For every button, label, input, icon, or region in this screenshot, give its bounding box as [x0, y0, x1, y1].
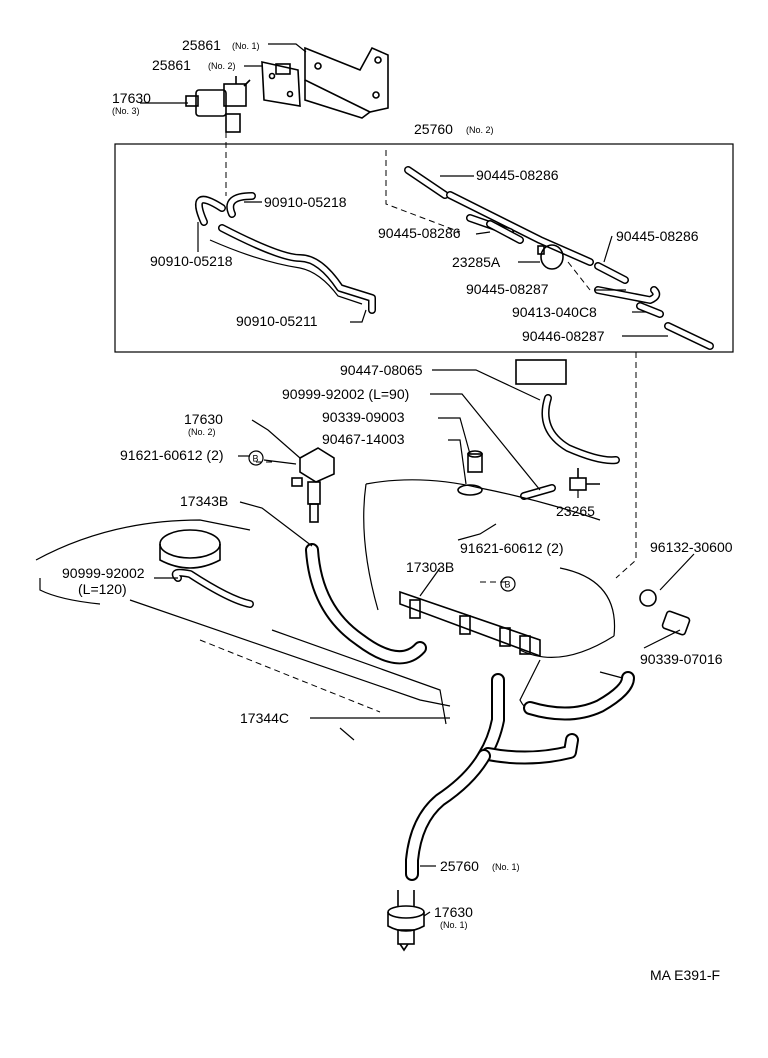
air-cleaner — [35, 519, 451, 741]
label-90413-040C8: 90413-040C8 — [512, 304, 597, 320]
label-90446-08287: 90446-08287 — [522, 328, 605, 344]
manifold-17303B — [399, 590, 541, 658]
label-90999-92002-L120: 90999-92002 — [62, 565, 145, 581]
hose-17343B — [305, 543, 427, 665]
label-25861-no2-sub: (No. 2) — [208, 61, 236, 71]
diagram-code: MA E391-F — [650, 967, 720, 983]
label-90467-14003: 90467-14003 — [322, 431, 405, 447]
hose-group-left — [195, 192, 376, 314]
label-17630-no3: 17630 — [112, 90, 151, 106]
label-90447-08065: 90447-08065 — [340, 362, 423, 378]
label-17630-no1: 17630 — [434, 904, 473, 920]
label-90445-08286-c: 90445-08286 — [616, 228, 699, 244]
vsv-17630-no3 — [185, 76, 251, 133]
hose-25760-no1 — [405, 749, 491, 881]
label-25861-no2: 25861 — [152, 57, 191, 73]
label-96132-30600: 96132-30600 — [650, 539, 733, 555]
label-23265: 23265 — [556, 503, 595, 519]
clamp-90339-09003 — [467, 450, 483, 473]
kit-box-25760-no2 — [114, 143, 734, 353]
label-17303B: 17303B — [406, 559, 454, 575]
label-23285A: 23285A — [452, 254, 501, 270]
label-90445-08286-b: 90445-08286 — [378, 225, 461, 241]
label-90445-08287: 90445-08287 — [466, 281, 549, 297]
check-valve-23265 — [569, 468, 600, 491]
bracket-25861-no2 — [261, 60, 301, 107]
label-90339-07016: 90339-07016 — [640, 651, 723, 667]
label-17344C: 17344C — [240, 710, 289, 726]
vsv-17630-no2 — [291, 447, 335, 523]
label-25861-no1-sub: (No. 1) — [232, 41, 260, 51]
svg-text:B: B — [505, 580, 511, 590]
label-25760-no2-sub: (No. 2) — [466, 125, 494, 135]
label-17343B: 17343B — [180, 493, 228, 509]
clip-90467-14003 — [457, 484, 483, 496]
label-17630-no3-sub: (No. 3) — [112, 106, 140, 116]
label-25760-no2: 25760 — [414, 121, 453, 137]
label-91621-60612-a: 91621-60612 (2) — [120, 447, 224, 463]
hose-90999-92002-L90 — [520, 484, 556, 500]
label-25760-no1-sub: (No. 1) — [492, 862, 520, 872]
label-90910-05218-b: 90910-05218 — [150, 253, 233, 269]
label-91621-60612-b: 91621-60612 (2) — [460, 540, 564, 556]
clamp-96132-30600 — [639, 589, 657, 607]
label-17630-no2: 17630 — [184, 411, 223, 427]
hose-90339-07016 — [661, 610, 691, 636]
hose-group-right — [404, 166, 714, 350]
leader-lines — [140, 43, 695, 917]
label-90339-09003: 90339-09003 — [322, 409, 405, 425]
hose-bottom-loop — [477, 671, 635, 765]
label-90910-05218-a: 90910-05218 — [264, 194, 347, 210]
label-90999-92002-L90: 90999-92002 (L=90) — [282, 386, 409, 402]
label-17630-no2-sub: (No. 2) — [188, 427, 216, 437]
label-90910-05211: 90910-05211 — [236, 313, 318, 329]
label-90445-08286-a: 90445-08286 — [476, 167, 559, 183]
bracket-25861-no1 — [304, 46, 389, 119]
svg-text:B: B — [253, 454, 259, 464]
vsv-17630-no1 — [387, 890, 425, 952]
label-90999-92002-L120-sub: (L=120) — [78, 581, 127, 597]
hose-90447-08065 — [515, 359, 620, 465]
label-17630-no1-sub: (No. 1) — [440, 920, 468, 930]
label-25760-no1: 25760 — [440, 858, 479, 874]
label-25861-no1: 25861 — [182, 37, 221, 53]
ref-b-marker-2: B — [500, 576, 516, 592]
ref-b-marker-1: B — [248, 450, 264, 466]
hose-90999-92002-L120 — [171, 568, 254, 608]
